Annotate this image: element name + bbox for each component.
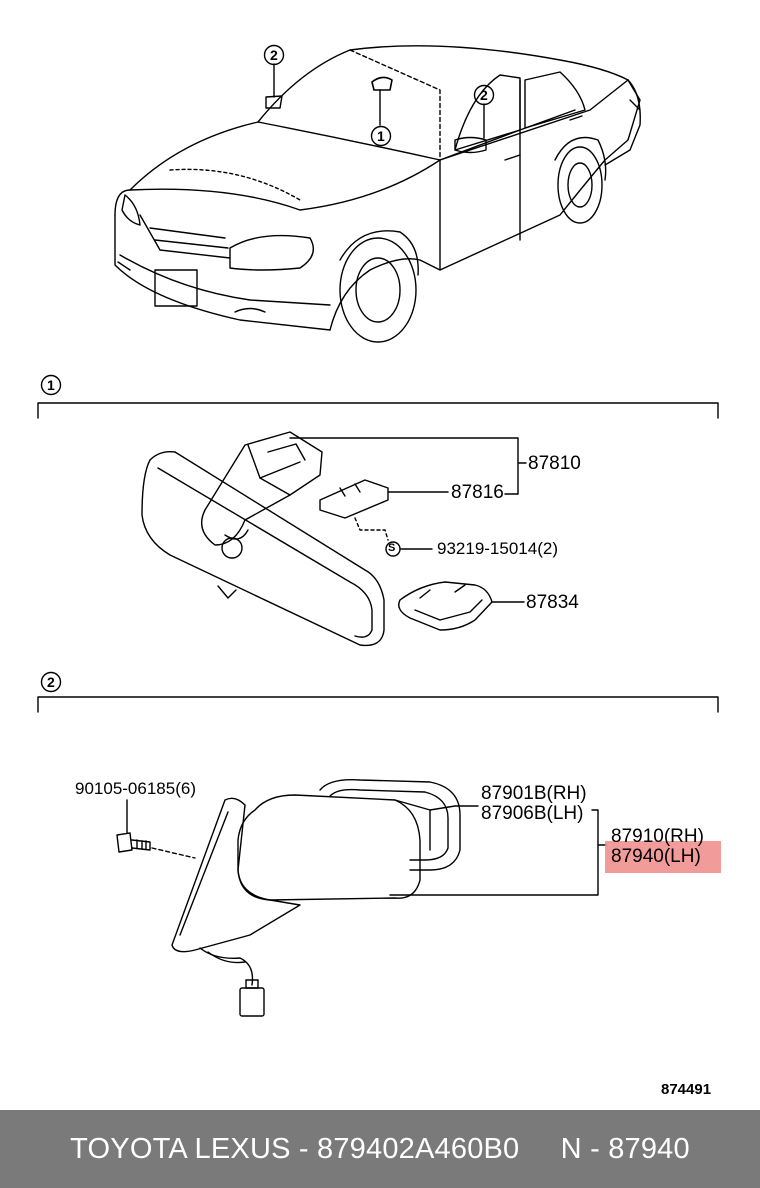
callout-number-left-mirror: 2 [270, 47, 278, 63]
section-1-frame [37, 374, 719, 419]
part-93219-label: 93219-15014(2) [437, 539, 558, 558]
parts-diagram: 2 1 2 1 2 S 87810 87816 93219-15014(2) 8… [37, 44, 721, 1098]
part-87810-label: 87810 [528, 453, 581, 474]
section-2-leaders [126, 799, 607, 896]
part-87816-label: 87816 [451, 482, 504, 503]
part-87901b-label: 87901B(RH) [481, 783, 587, 804]
part-87834-label: 87834 [526, 592, 579, 613]
section-1-leaders [289, 437, 527, 603]
callout-number-interior-mirror: 1 [377, 128, 385, 144]
section-1-marker: 1 [47, 377, 55, 393]
section-2-frame [37, 671, 719, 713]
car-callouts [263, 44, 495, 147]
part-87940-label: 87940(LH) [611, 846, 701, 867]
callout-2-right-mirror [473, 84, 495, 106]
inner-rearview-mirror-drawing [141, 431, 493, 647]
standard-part-marker: S [388, 542, 396, 554]
car-illustration [114, 45, 641, 343]
footer-bar: TOYOTA LEXUS - 879402A460B0 N - 87940 [0, 1110, 760, 1188]
part-87906b-label: 87906B(LH) [481, 803, 584, 824]
footer-text: TOYOTA LEXUS - 879402A460B0 N - 87940 [70, 1132, 690, 1165]
part-87910-label: 87910(RH) [611, 826, 704, 847]
outer-mirror-drawing [116, 779, 461, 1017]
section-2-marker: 2 [47, 674, 55, 690]
callout-number-right-mirror: 2 [480, 87, 488, 103]
callout-1-interior-mirror [370, 125, 392, 147]
highlight-87940 [605, 841, 721, 873]
part-90105-label: 90105-06185(6) [75, 779, 196, 798]
diagram-reference-number: 874491 [661, 1081, 712, 1098]
callout-2-left-mirror [263, 44, 285, 66]
